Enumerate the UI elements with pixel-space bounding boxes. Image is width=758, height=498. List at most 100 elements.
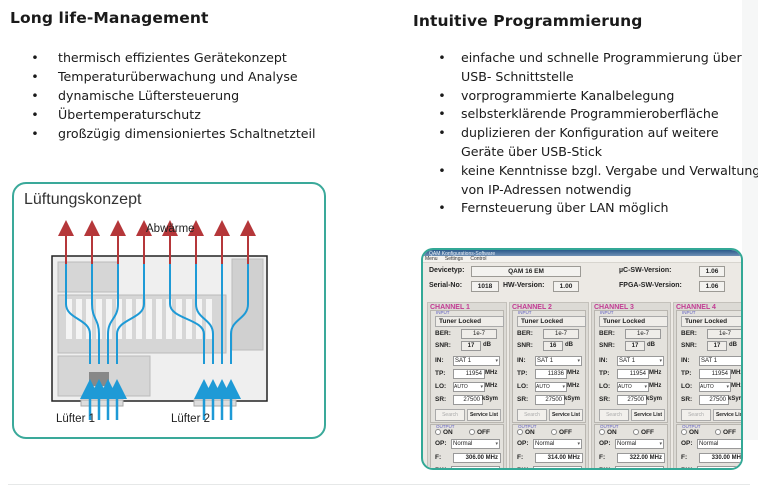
lo-select[interactable]: AUTO — [617, 382, 649, 392]
bullet-icon: • — [31, 88, 39, 103]
bw-select[interactable]: 8 MHz — [533, 466, 582, 468]
output-section-label: OUTPUT — [436, 424, 455, 429]
snr-label: SNR: — [681, 342, 697, 349]
bw-select[interactable]: 8 MHz — [697, 466, 741, 468]
service-list-button[interactable]: Service List — [713, 409, 741, 421]
op-select[interactable]: Normal — [615, 439, 664, 449]
list-item: •dynamische Lüftersteuerung — [31, 88, 240, 103]
op-label: OP: — [435, 440, 447, 447]
tp-label: TP: — [517, 370, 528, 377]
frequency-input[interactable]: 314.00 MHz — [535, 453, 583, 463]
list-item: •Übertemperaturschutz — [31, 107, 201, 122]
sr-input[interactable]: 27500 — [453, 395, 483, 405]
tuner-status: Tuner Locked — [599, 316, 668, 327]
output-group: OUTPUT ON OFF OP: Normal F: 306.00 MHz B… — [430, 424, 504, 468]
search-button[interactable]: Search — [599, 409, 629, 421]
output-on-radio[interactable]: ON — [435, 429, 453, 436]
tuner-status: Tuner Locked — [517, 316, 586, 327]
bw-label: BW: — [517, 467, 530, 468]
input-select[interactable]: SAT 1 — [453, 356, 500, 366]
sr-input[interactable]: 27500 — [699, 395, 729, 405]
bw-select[interactable]: 8 MHz — [615, 466, 664, 468]
ber-value: 1e-7 — [543, 329, 579, 339]
input-group: INPUT Tuner Locked BER: 1e-7 SNR: 16 dB … — [512, 310, 586, 423]
long-life-feature-list: •thermisch effizientes Gerätekonzept •Te… — [30, 48, 315, 143]
menu-bar: Menu Settings Control — [423, 256, 741, 263]
channel-title: CHANNEL 4 — [676, 304, 716, 311]
tp-input[interactable]: 11836 — [535, 369, 567, 379]
snr-value: 17 — [461, 341, 481, 351]
uc-sw-version-value: 1.06 — [699, 266, 725, 277]
fpga-sw-version-label: FPGA-SW-Version: — [619, 282, 682, 289]
service-list-button[interactable]: Service List — [631, 409, 665, 421]
channel-panels: CHANNEL 1 INPUT Tuner Locked BER: 1e-7 S… — [427, 302, 741, 468]
menu-item[interactable]: Control — [470, 256, 487, 262]
lo-select[interactable]: AUTO — [535, 382, 567, 392]
tp-input[interactable]: 11954 — [453, 369, 485, 379]
search-button[interactable]: Search — [681, 409, 711, 421]
output-off-radio[interactable]: OFF — [633, 429, 654, 436]
serial-value: 1018 — [471, 281, 499, 292]
snr-unit: dB — [647, 342, 655, 348]
sr-input[interactable]: 27500 — [617, 395, 647, 405]
menu-item[interactable]: Menu — [425, 256, 438, 262]
output-section-label: OUTPUT — [600, 424, 619, 429]
list-item: •Temperaturüberwachung und Analyse — [31, 69, 298, 84]
output-on-radio[interactable]: ON — [681, 429, 699, 436]
channel-panel: CHANNEL 1 INPUT Tuner Locked BER: 1e-7 S… — [427, 302, 507, 468]
bullet-icon: • — [438, 106, 446, 122]
ber-value: 1e-7 — [707, 329, 741, 339]
output-on-radio[interactable]: ON — [599, 429, 617, 436]
menu-item[interactable]: Settings — [444, 256, 463, 262]
list-item: •keine Kenntnisse bzgl. Vergabe und Verw… — [438, 162, 758, 197]
sr-input[interactable]: 27500 — [535, 395, 565, 405]
bullet-icon: • — [438, 162, 446, 178]
fan1-chip — [89, 372, 109, 386]
lo-unit: MHz — [649, 383, 662, 389]
search-button[interactable]: Search — [435, 409, 465, 421]
output-on-radio[interactable]: ON — [517, 429, 535, 436]
tp-input[interactable]: 11954 — [699, 369, 731, 379]
service-list-button[interactable]: Service List — [467, 409, 501, 421]
input-select[interactable]: SAT 1 — [699, 356, 741, 366]
tp-unit: MHz — [649, 370, 662, 376]
hw-version-label: HW-Version: — [503, 282, 545, 289]
search-button[interactable]: Search — [517, 409, 547, 421]
bullet-icon: • — [438, 87, 446, 103]
lo-label: LO: — [681, 383, 693, 390]
snr-label: SNR: — [599, 342, 615, 349]
input-select[interactable]: SAT 1 — [617, 356, 664, 366]
channel-panel: CHANNEL 4 INPUT Tuner Locked BER: 1e-7 S… — [673, 302, 741, 468]
ber-label: BER: — [681, 330, 697, 337]
tuner-status: Tuner Locked — [681, 316, 741, 327]
op-select[interactable]: Normal — [533, 439, 582, 449]
op-select[interactable]: Normal — [697, 439, 741, 449]
lo-select[interactable]: AUTO — [699, 382, 731, 392]
list-item: •vorprogrammierte Kanalbelegung — [437, 87, 758, 106]
output-off-radio[interactable]: OFF — [469, 429, 490, 436]
output-off-radio[interactable]: OFF — [551, 429, 572, 436]
op-label: OP: — [681, 440, 693, 447]
lo-unit: MHz — [567, 383, 580, 389]
frequency-input[interactable]: 306.00 MHz — [453, 453, 501, 463]
bullet-icon: • — [438, 125, 446, 141]
output-off-radio[interactable]: OFF — [715, 429, 736, 436]
tp-label: TP: — [435, 370, 446, 377]
f-label: F: — [681, 454, 688, 461]
input-select[interactable]: SAT 1 — [535, 356, 582, 366]
output-section-label: OUTPUT — [518, 424, 537, 429]
lo-select[interactable]: AUTO — [453, 382, 485, 392]
frequency-input[interactable]: 322.00 MHz — [617, 453, 665, 463]
fpga-sw-version-value: 1.06 — [699, 281, 725, 292]
op-select[interactable]: Normal — [451, 439, 500, 449]
configuration-software-window: QAM Konfigurations-Software Menu Setting… — [421, 248, 743, 470]
bw-select[interactable]: 8 MHz — [451, 466, 500, 468]
output-section-label: OUTPUT — [682, 424, 701, 429]
service-list-button[interactable]: Service List — [549, 409, 583, 421]
tp-input[interactable]: 11954 — [617, 369, 649, 379]
airflow-illustration: Abwärme Lüfter 1 Lüfter 2 — [51, 220, 268, 425]
frequency-input[interactable]: 330.00 MHz — [699, 453, 741, 463]
list-item: •einfache und schnelle Programmierung üb… — [438, 50, 742, 84]
lo-unit: MHz — [485, 383, 498, 389]
snr-value: 16 — [543, 341, 563, 351]
